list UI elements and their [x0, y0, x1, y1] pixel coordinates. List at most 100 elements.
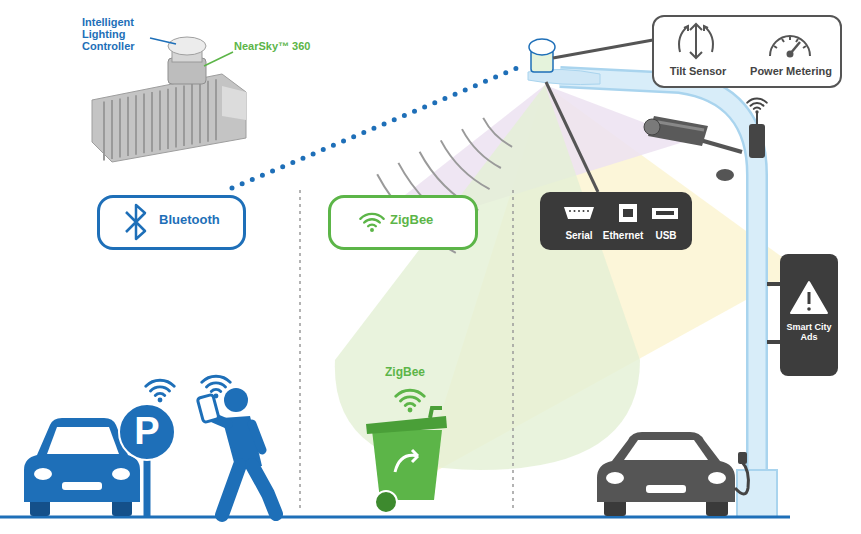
connector-line: [553, 40, 653, 58]
wifi-arc: [754, 108, 760, 109]
charging-cable: [735, 462, 748, 494]
street-pole: [528, 39, 777, 517]
wifi-dot: [408, 408, 413, 413]
heatsink-fin: [111, 100, 113, 159]
node-text: Ethernet: [600, 230, 646, 242]
wifi-arc: [747, 99, 766, 103]
wifi-arc: [368, 225, 376, 227]
protocol-box: ZigBee: [328, 195, 478, 250]
node-text: Serial: [556, 230, 602, 242]
wifi-arc: [364, 219, 380, 222]
separator: [299, 190, 301, 510]
bin-wheel: [375, 491, 397, 513]
part-label: Intelligent Lighting Controller: [82, 16, 154, 52]
meter-arc: [770, 36, 810, 56]
port-icons: [564, 204, 678, 222]
serial-pin: [578, 210, 580, 212]
heatsink-fin: [103, 102, 105, 161]
controller-dome: [529, 39, 555, 55]
tilt-arrow: [690, 24, 702, 58]
pole-body: [560, 77, 757, 480]
bluetooth-link: [232, 66, 522, 188]
wifi-icon: [202, 376, 231, 398]
heatsink-fin: [159, 90, 161, 150]
wifi-arc: [400, 397, 419, 401]
camera-stripe: [658, 122, 704, 130]
meter-ticks: [774, 36, 806, 48]
heatsink-fin: [119, 98, 121, 157]
leader-line: [150, 38, 176, 44]
heatsink-fin: [191, 84, 193, 145]
heatsink: [92, 74, 246, 162]
grille: [62, 482, 102, 490]
luminaire: [92, 37, 246, 162]
wifi-arc: [155, 393, 165, 395]
node-text: Bluetooth: [159, 213, 243, 228]
separator: [512, 190, 514, 510]
ethernet-socket: [623, 209, 633, 217]
windshield: [624, 440, 708, 460]
ports-box: SerialEthernetUSB: [540, 192, 692, 250]
headlight: [606, 472, 624, 484]
bin-lid: [366, 416, 447, 434]
grille: [646, 485, 686, 493]
warning-triangle: [791, 282, 827, 313]
luminaire-end: [222, 86, 246, 120]
wifi-arc: [396, 390, 425, 396]
signal-wave: [483, 118, 512, 147]
node-text: ZigBee: [390, 213, 474, 228]
wifi-arc: [211, 389, 221, 391]
wifi-arc: [405, 403, 415, 405]
wifi-icon: [146, 380, 175, 402]
serial-pin: [569, 210, 571, 212]
heatsink-fin: [167, 89, 169, 149]
node-text: Power Metering: [744, 65, 838, 78]
antenna: [756, 112, 758, 124]
camera-mount: [700, 140, 742, 152]
tilt-arrow: [704, 26, 713, 52]
bin-handle: [430, 408, 442, 418]
parking-letter: P: [127, 411, 167, 453]
usb-port-icon: [652, 208, 678, 219]
wifi-dot: [214, 394, 219, 399]
wifi-arc: [751, 103, 764, 106]
meter-needle: [790, 42, 800, 54]
heatsink-fin: [127, 97, 129, 156]
serial-pins: [569, 210, 589, 212]
meter-icon: [770, 36, 810, 57]
node-text: Tilt Sensor: [656, 65, 740, 78]
headlight: [34, 468, 52, 480]
serial-pin: [587, 210, 589, 212]
light-cones: [335, 85, 800, 480]
bin-body: [372, 430, 442, 500]
wifi-arc: [360, 214, 383, 219]
serial-pin: [583, 210, 585, 212]
ethernet-port-icon: [619, 204, 637, 222]
sign-bracket: [767, 282, 781, 286]
heatsink-fin: [151, 92, 153, 152]
warning-mark: [808, 292, 811, 304]
wifi-dot: [158, 398, 163, 403]
node-text: Smart City Ads: [782, 322, 836, 343]
wifi-icon: [747, 99, 766, 114]
heatsink-fin: [135, 95, 137, 154]
heatsink-fin: [215, 79, 217, 140]
bluetooth-icon: [126, 205, 145, 239]
controller-dome: [168, 37, 206, 55]
gray-car: [597, 432, 748, 516]
windshield: [47, 427, 119, 454]
sign-bracket: [767, 340, 781, 344]
pole-light: [716, 169, 734, 181]
recycle-mark: [395, 450, 418, 472]
green-cone: [335, 85, 640, 470]
signal-wave: [462, 129, 501, 168]
ad-sign: Smart City Ads: [780, 254, 838, 376]
heatsink-fin: [183, 86, 185, 146]
heatsink-fins: [104, 79, 216, 160]
protocol-label: ZigBee: [385, 366, 445, 379]
trash-can: [366, 408, 447, 513]
connector-line: [546, 82, 598, 192]
wifi-dot: [755, 110, 758, 113]
sign-post: [144, 455, 151, 516]
